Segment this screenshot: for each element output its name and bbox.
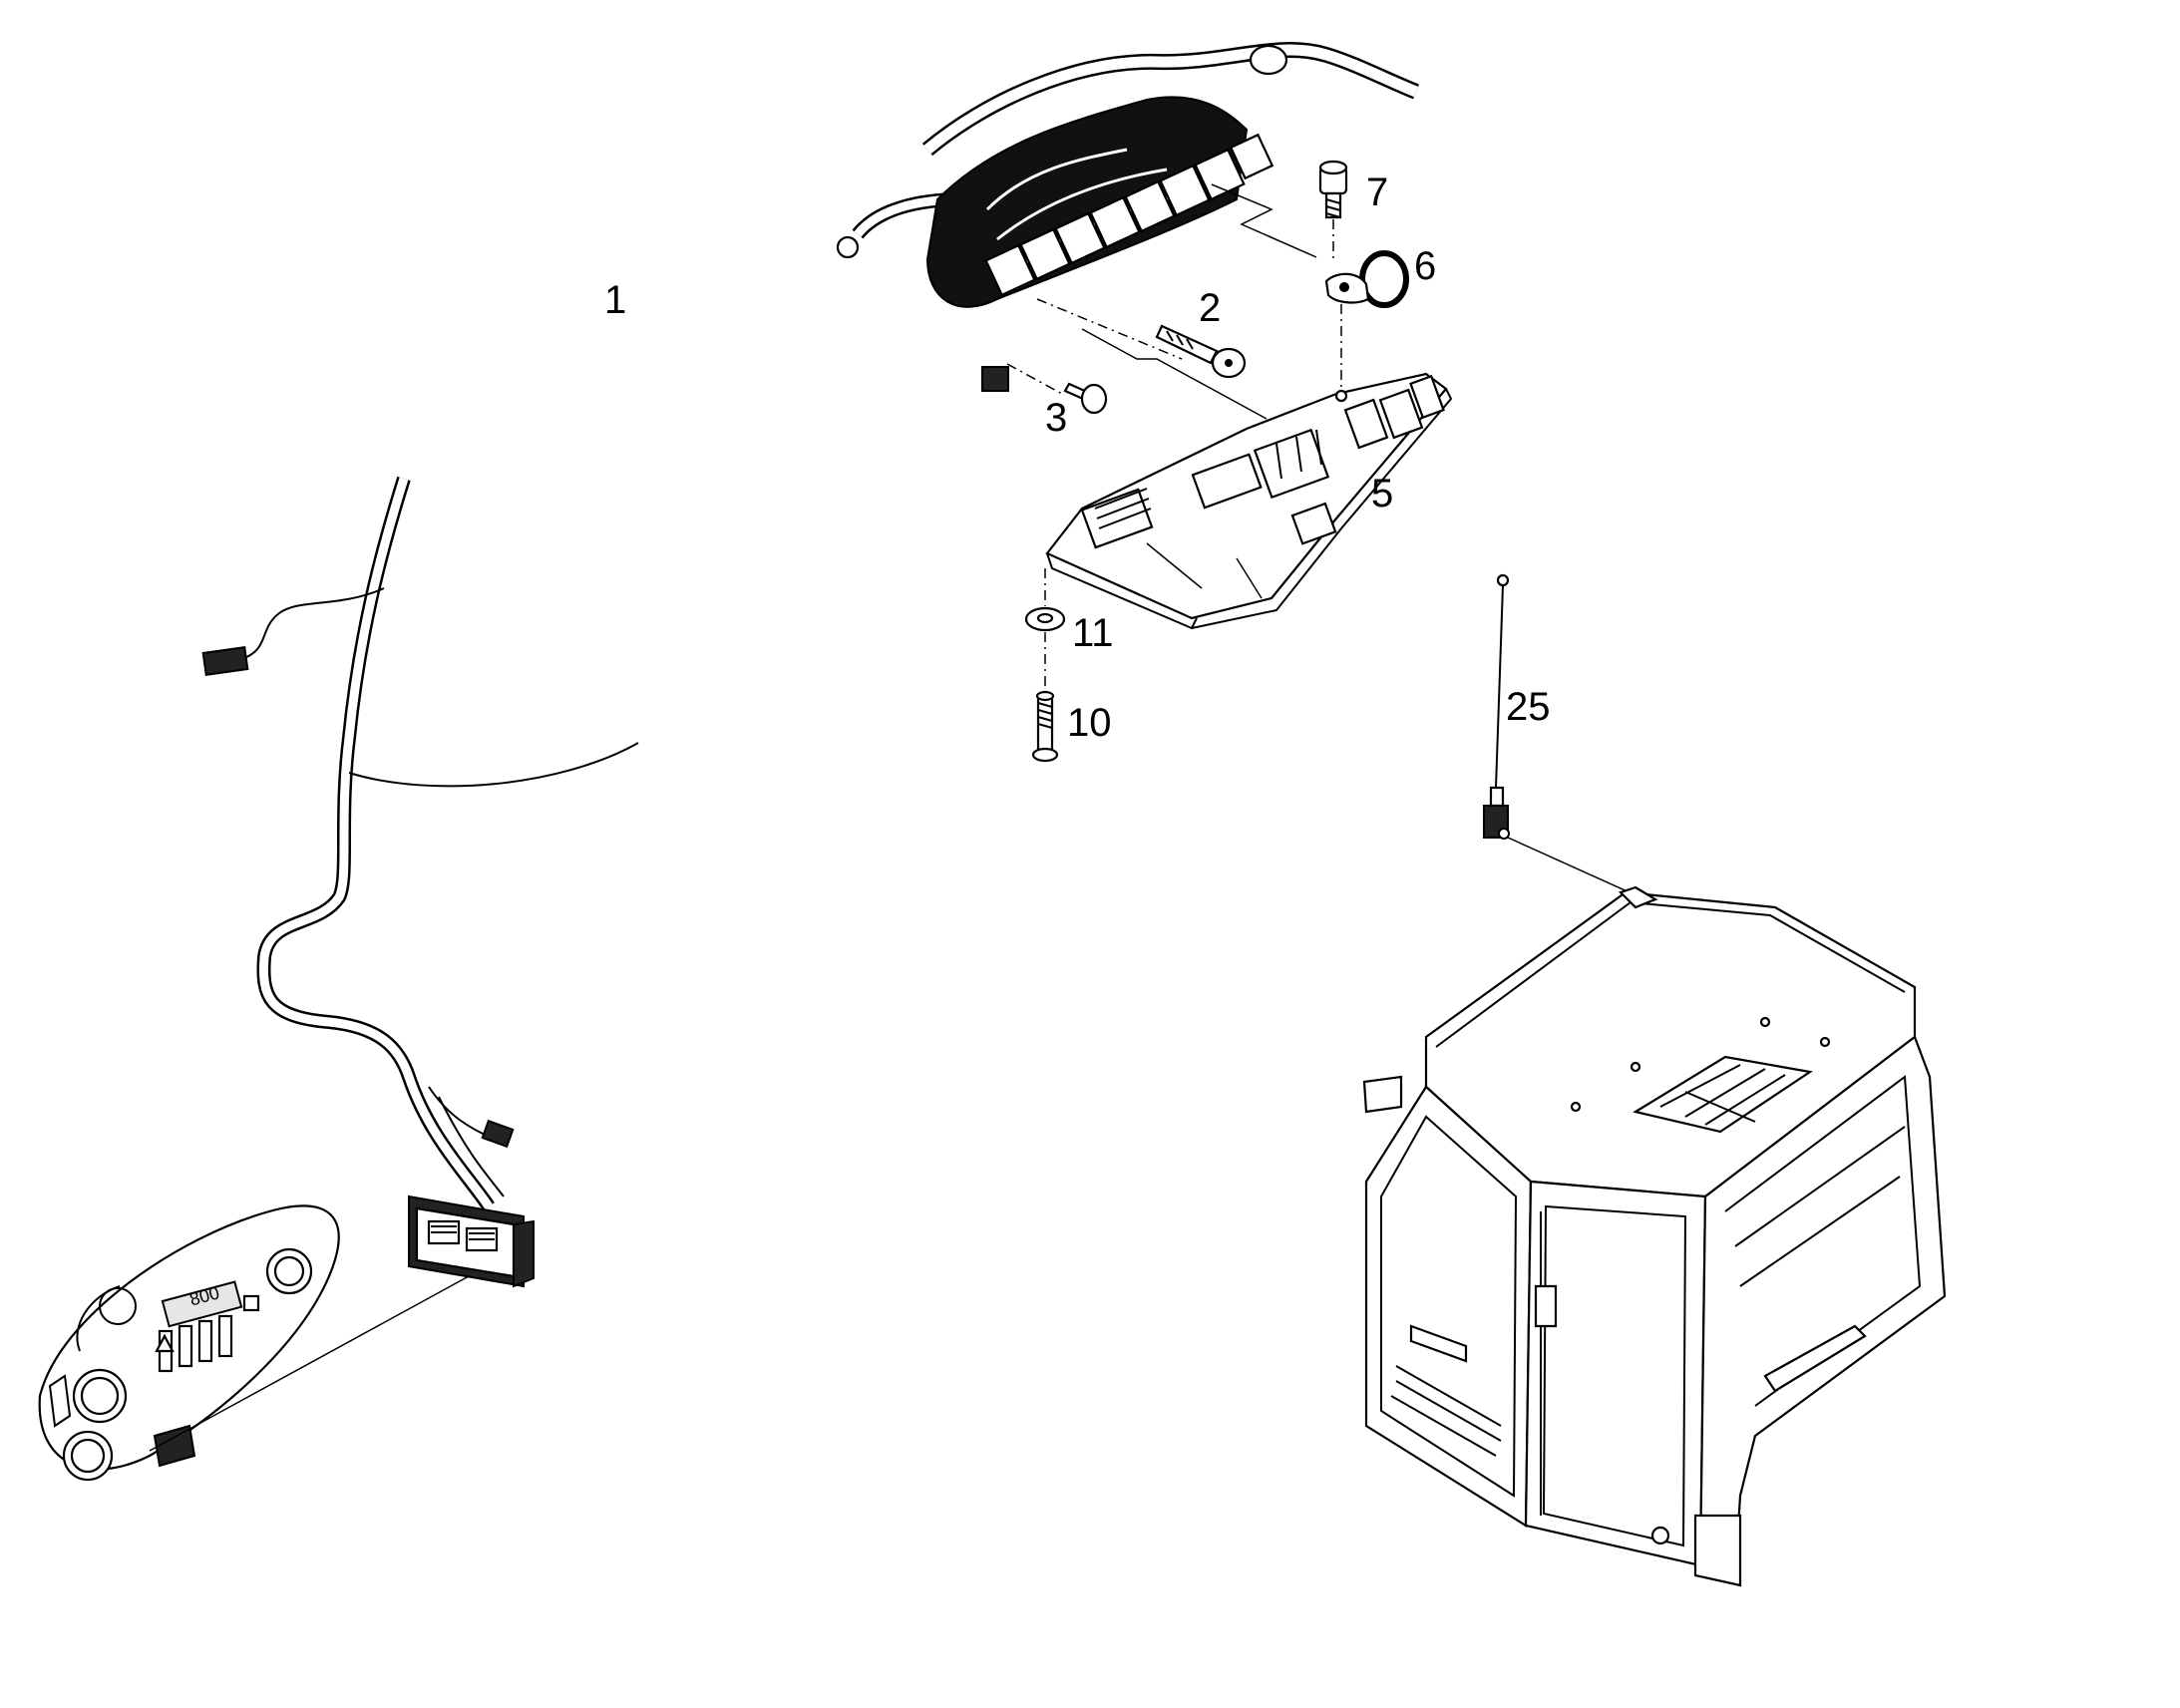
- antenna: [1483, 573, 1510, 840]
- leader-line: [149, 1275, 470, 1452]
- cable-clamp: [1324, 250, 1409, 308]
- leader-line: [1036, 298, 1183, 360]
- long-bolt: [1155, 324, 1247, 379]
- switch-module: [408, 1195, 535, 1288]
- leader-line: [1081, 328, 1268, 420]
- callout-11: 11: [1072, 611, 1114, 655]
- operator-cab: [1362, 885, 1947, 1587]
- cap-screw: [1318, 160, 1348, 219]
- instrument-panel: 800: [38, 1204, 340, 1482]
- callout-3: 3: [1045, 396, 1067, 440]
- leader-line: [1507, 837, 1641, 898]
- main-wiring-harness: [201, 229, 978, 1210]
- leader-line: [1006, 363, 1063, 395]
- callout-2: 2: [1199, 286, 1221, 330]
- callout-5: 5: [1371, 472, 1393, 515]
- callout-25: 25: [1506, 685, 1551, 729]
- callout-10: 10: [1067, 701, 1112, 745]
- flat-washer: [1024, 606, 1066, 632]
- lower-screw: [1031, 690, 1059, 763]
- callout-labels: 1 2 3 5 6 7 10 11 25: [604, 171, 1551, 745]
- callout-7: 7: [1366, 171, 1388, 214]
- callout-1: 1: [604, 278, 626, 322]
- relay-harness-bundle: [836, 42, 1419, 392]
- relay-board: [1045, 372, 1453, 630]
- callout-6: 6: [1414, 244, 1436, 288]
- leader-line: [1211, 183, 1317, 258]
- small-screw: [1063, 382, 1108, 415]
